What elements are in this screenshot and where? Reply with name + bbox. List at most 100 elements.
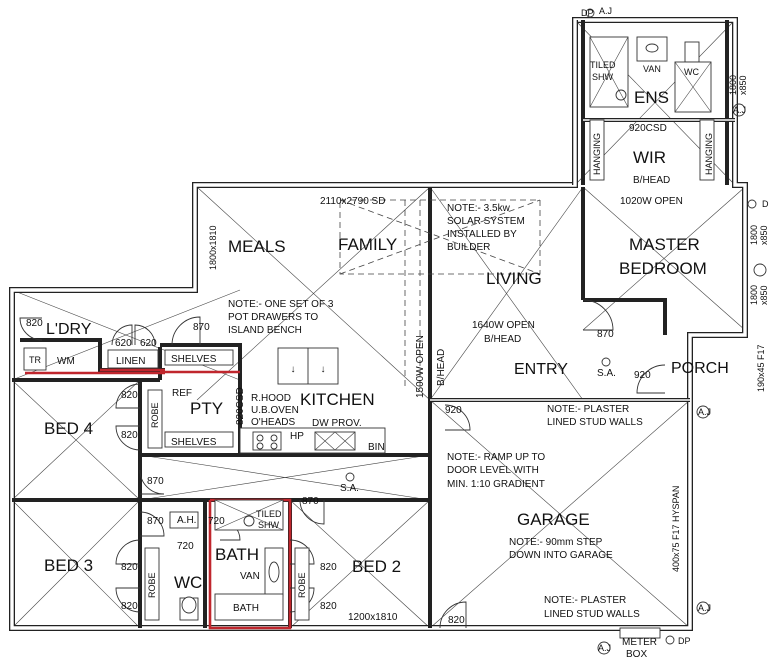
- label-win-meals: 1800x1810: [208, 225, 218, 270]
- label-wm: WM: [57, 356, 75, 367]
- label-870-entry: 870: [597, 329, 614, 340]
- label-van-bath: VAN: [240, 571, 260, 582]
- hanging-rail-left: [589, 119, 605, 181]
- robe-bed4: [147, 389, 163, 449]
- note-plaster-top-2: LINED STUD WALLS: [547, 417, 643, 428]
- room-laundry: L'DRY: [46, 321, 92, 338]
- room-garage: GARAGE: [517, 510, 590, 529]
- label-820-ldry: 820: [26, 318, 43, 329]
- label-tiled-bath: TILED: [256, 509, 282, 519]
- label-porch-beam: 190x45 F17: [756, 344, 766, 392]
- label-870-kitchen: 870: [193, 322, 210, 333]
- room-labels: MEALS FAMILY LIVING MASTER BEDROOM ENS W…: [44, 88, 729, 592]
- label-1020w-open: 1020W OPEN: [620, 196, 683, 207]
- bath-basin-icon: [268, 561, 280, 583]
- notes: NOTE:- 3.5kw SOLAR SYSTEM INSTALLED BY B…: [228, 203, 643, 620]
- room-bed3: BED 3: [44, 556, 93, 575]
- room-living: LIVING: [486, 269, 542, 288]
- label-hanging-left: HANGING: [592, 133, 602, 175]
- label-aj-top: A.J: [599, 6, 612, 16]
- room-bath: BATH: [215, 545, 259, 564]
- note-pot-3: ISLAND BENCH: [228, 325, 302, 336]
- ens-basin-icon: [645, 43, 659, 53]
- label-shelves-top: SHELVES: [171, 354, 217, 365]
- note-ramp-2: DOOR LEVEL WITH: [447, 465, 539, 476]
- label-sa-entry: S.A.: [597, 368, 616, 379]
- label-box: BOX: [626, 649, 647, 660]
- label-uboven: U.B.OVEN: [251, 405, 299, 416]
- label-870-bed4: 870: [147, 476, 164, 487]
- note-plaster-bottom-1: NOTE:- PLASTER: [544, 595, 626, 606]
- label-aj-garage-bottom: A.J: [698, 603, 711, 613]
- label-820-garage: 820: [448, 615, 465, 626]
- label-win-master-2: x850: [759, 225, 769, 245]
- air-handler: [169, 511, 199, 529]
- robe-bed2: [294, 547, 310, 621]
- label-920-garage: 920: [445, 405, 462, 416]
- label-tr: TR: [29, 355, 41, 365]
- label-oheads: O'HEADS: [251, 417, 295, 428]
- label-tiled-ens: TILED: [590, 60, 616, 70]
- aj-bottom-marker: [597, 641, 611, 655]
- ens-toilet-icon: [684, 41, 700, 63]
- label-shelves-bottom: SHELVES: [171, 437, 217, 448]
- dashed-lines: [339, 199, 541, 390]
- label-820-bed2a: 820: [320, 562, 337, 573]
- label-meter: METER: [622, 637, 657, 648]
- label-ah: A.H.: [177, 515, 196, 526]
- label-hyspan: 400x75 F17 HYSPAN: [671, 486, 681, 572]
- label-820-bed2b: 820: [320, 601, 337, 612]
- label-win-bed2: 1200x1810: [348, 612, 398, 623]
- label-820-bed4a: 820: [121, 390, 138, 401]
- label-van-ens: VAN: [643, 64, 661, 74]
- room-diagonals: [11, 19, 746, 629]
- room-kitchen: KITCHEN: [300, 390, 375, 409]
- trough-icon: [23, 347, 47, 371]
- note-ramp-1: NOTE:- RAMP UP TO: [447, 452, 545, 463]
- pot-drawer-arrow-icon: ↓: [291, 364, 296, 375]
- label-820csd: 820CSD: [235, 387, 246, 425]
- label-2110-sd: 2110x2790 SD: [320, 196, 385, 207]
- label-aj-bottom: A.J: [598, 643, 611, 653]
- label-rhood: R.HOOD: [251, 393, 291, 404]
- cooktop-icon: [252, 431, 282, 451]
- room-wc: WC: [174, 573, 202, 592]
- internal-walls: [12, 20, 735, 628]
- label-sa-hall: S.A.: [340, 483, 359, 494]
- label-820-bed4b: 820: [121, 430, 138, 441]
- label-win-master-4: x850: [759, 285, 769, 305]
- note-step-1: NOTE:- 90mm STEP: [509, 537, 603, 548]
- room-family: FAMILY: [338, 235, 397, 254]
- d-marker: [747, 199, 757, 209]
- label-dp-bottom: DP: [678, 636, 691, 646]
- label-win-master-3: 1800: [749, 285, 759, 305]
- room-master-line1: MASTER: [629, 235, 700, 254]
- label-870-bed2: 870: [302, 496, 319, 507]
- note-plaster-top-1: NOTE:- PLASTER: [547, 404, 629, 415]
- pantry-shelves-top: [164, 349, 234, 366]
- room-bed4: BED 4: [44, 419, 93, 438]
- label-dw-prov: DW PROV.: [312, 418, 362, 429]
- door-swings: [19, 299, 666, 629]
- annotations: DP A.J VAN WC TILED SHW HANGING HANGING …: [26, 6, 769, 660]
- label-robe-bed2: ROBE: [297, 572, 307, 598]
- linen-cupboard: [107, 349, 159, 369]
- room-bed2: BED 2: [352, 557, 401, 576]
- robe-bed3: [144, 547, 160, 621]
- smoke-alarm-entry-icon: [601, 357, 611, 367]
- label-720-wc: 720: [177, 541, 194, 552]
- label-820-bed3a: 820: [121, 562, 138, 573]
- label-dp-top: DP: [581, 8, 594, 18]
- label-bath-tub: BATH: [233, 603, 259, 614]
- note-ramp-3: MIN. 1:10 GRADIENT: [447, 479, 545, 490]
- label-robe-bed4: ROBE: [150, 402, 160, 428]
- note-solar-1: NOTE:- 3.5kw: [447, 203, 511, 214]
- aj-garage-marker: [696, 601, 710, 615]
- fixtures: ↓ ↓: [23, 8, 767, 655]
- label-bhead-living: B/HEAD: [484, 334, 521, 345]
- label-win-ens-2: x850: [738, 75, 748, 95]
- bath-exhaust-icon: [243, 515, 255, 527]
- room-entry: ENTRY: [514, 361, 568, 378]
- pantry-shelves-bottom: [164, 431, 234, 448]
- note-solar-3: INSTALLED BY: [447, 229, 517, 240]
